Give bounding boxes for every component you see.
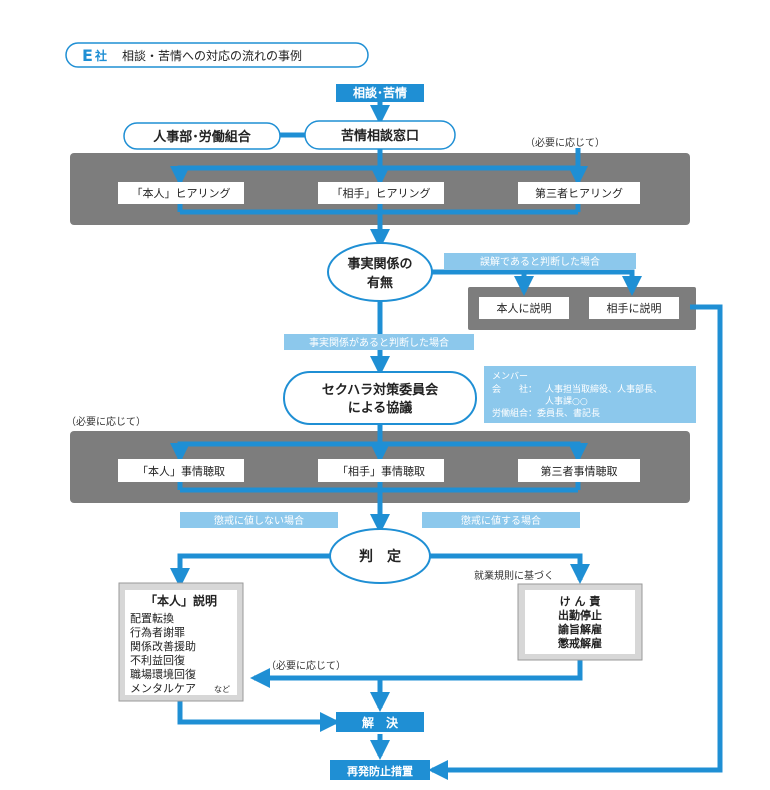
start-box bbox=[336, 84, 424, 102]
members-union-line: 労働組合：委員長、書記長 bbox=[492, 407, 600, 419]
fact-exists-label: 事実関係があると判断した場合 bbox=[309, 336, 449, 349]
explanation-item: 行為者謝罪 bbox=[130, 625, 185, 639]
explanation-item: 関係改善援助 bbox=[130, 639, 196, 653]
hearing-other-box bbox=[318, 182, 444, 204]
inquiry-other-label: 「相手」事情聴取 bbox=[337, 464, 425, 478]
sanction-item: 出勤停止 bbox=[558, 608, 602, 622]
committee-line2: による協議 bbox=[348, 400, 413, 416]
not-disciplinary-tag bbox=[180, 512, 338, 528]
hr-union-pill bbox=[123, 122, 281, 150]
if-needed-label-2: （必要に応じて） bbox=[66, 415, 146, 428]
sanction-item: 懲戒解雇 bbox=[557, 636, 602, 650]
not-disciplinary-label: 懲戒に値しない場合 bbox=[214, 514, 304, 527]
hearing-self-label: 「本人」ヒアリング bbox=[132, 186, 231, 200]
inquiry-other-box bbox=[318, 459, 444, 482]
explain-other-box bbox=[589, 297, 679, 319]
if-needed-label-3: （必要に応じて） bbox=[266, 659, 346, 672]
disciplinary-tag bbox=[422, 512, 580, 528]
explain-self-box bbox=[479, 297, 569, 319]
resolution-box bbox=[336, 712, 424, 732]
hearing-other-label: 「相手」ヒアリング bbox=[332, 186, 431, 200]
judgment-label: 判 定 bbox=[359, 548, 401, 565]
fact-check-line2: 有無 bbox=[367, 275, 393, 291]
explanation-item: 不利益回復 bbox=[130, 653, 185, 667]
explain-other-label: 相手に説明 bbox=[607, 301, 662, 315]
explanation-inner bbox=[125, 590, 237, 695]
members-title: メンバー bbox=[492, 371, 528, 382]
header-badge: E bbox=[82, 46, 93, 65]
resolution-label: 解 決 bbox=[362, 715, 399, 730]
header-title: 相談・苦情への対応の流れの事例 bbox=[122, 48, 302, 63]
explanation-suffix: など bbox=[214, 685, 230, 694]
prevention-box bbox=[330, 760, 430, 780]
committee-line1: セクハラ対策委員会 bbox=[322, 382, 439, 398]
explain-self-label: 本人に説明 bbox=[497, 301, 552, 315]
fact-exists-tag bbox=[284, 334, 474, 350]
inquiry-self-label: 「本人」事情聴取 bbox=[137, 464, 225, 478]
members-company-line2: 人事課○○ bbox=[545, 395, 588, 407]
sanction-item: 諭旨解雇 bbox=[558, 622, 602, 636]
judgment-oval bbox=[329, 528, 431, 584]
connectors bbox=[170, 100, 723, 780]
sanctions-inner bbox=[525, 590, 635, 654]
prevention-label: 再発防止措置 bbox=[347, 764, 413, 778]
header-company: 社 bbox=[94, 48, 107, 63]
fact-check-line1: 事実関係の bbox=[347, 256, 412, 272]
hearing-self-box bbox=[118, 182, 244, 204]
committee-pill bbox=[283, 371, 477, 425]
hearing-third-label: 第三者ヒアリング bbox=[535, 186, 623, 200]
hr-union-label: 人事部･労働組合 bbox=[153, 129, 252, 145]
disciplinary-label: 懲戒に値する場合 bbox=[461, 514, 541, 527]
explanation-item: メンタルケア bbox=[130, 682, 196, 695]
sanction-item: け ん 責 bbox=[560, 594, 601, 608]
explanation-item: 職場環境回復 bbox=[130, 667, 196, 681]
header: E 社 相談・苦情への対応の流れの事例 bbox=[65, 42, 369, 68]
members-company-label: 会 社： bbox=[492, 383, 537, 395]
misunderstanding-label: 誤解であると判断した場合 bbox=[480, 255, 600, 268]
explanation-item: 配置転換 bbox=[130, 612, 174, 625]
hearing-third-box bbox=[518, 182, 640, 204]
inquiry-third-label: 第三者事情聴取 bbox=[541, 464, 618, 478]
start-label: 相談･苦情 bbox=[353, 85, 407, 100]
members-company-line1: 人事担当取締役、人事部長、 bbox=[545, 383, 662, 395]
members-box bbox=[484, 366, 696, 423]
fact-check-oval bbox=[327, 242, 433, 302]
header-pill bbox=[65, 42, 369, 68]
if-needed-label-1: （必要に応じて） bbox=[525, 136, 605, 149]
complaint-desk-label: 苦情相談窓口 bbox=[341, 128, 419, 144]
complaint-desk-pill bbox=[304, 120, 456, 150]
misunderstanding-tag bbox=[444, 253, 636, 269]
work-rules-label: 就業規則に基づく bbox=[474, 569, 554, 582]
inquiry-third-box bbox=[518, 459, 640, 482]
inquiry-self-box bbox=[118, 459, 244, 482]
explanation-title: 「本人」説明 bbox=[145, 593, 217, 608]
